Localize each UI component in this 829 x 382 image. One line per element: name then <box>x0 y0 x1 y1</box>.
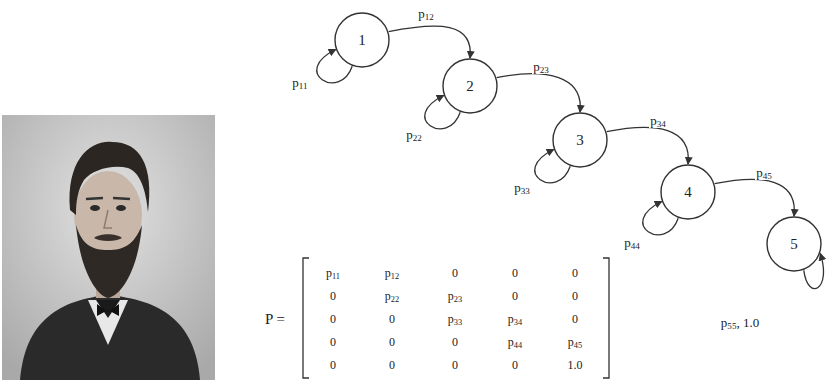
matrix-cell: 0 <box>389 312 395 326</box>
matrix-cell: 0 <box>572 266 578 280</box>
subscript: 23 <box>540 65 549 75</box>
transition-probability: p12 <box>417 6 435 21</box>
transition-probability: p44 <box>623 235 641 250</box>
transition-probability: p33 <box>513 180 531 195</box>
matrix-cell: 0 <box>572 312 578 326</box>
matrix-cell: 0 <box>330 312 336 326</box>
matrix-cell: 0 <box>452 335 458 349</box>
state-circle: 3 <box>552 112 608 168</box>
state-number: 1 <box>334 12 390 68</box>
matrix-cell: 0 <box>452 358 458 372</box>
subscript: 55 <box>727 321 736 331</box>
matrix-cell: 0 <box>452 266 458 280</box>
matrix-cell: 0 <box>389 335 395 349</box>
matrix-cell: 1.0 <box>568 358 583 372</box>
transition-probability: p11 <box>291 75 308 90</box>
transition-arrow <box>497 74 581 112</box>
matrix-cell: p23 <box>448 289 462 303</box>
subscript: 44 <box>514 341 522 350</box>
matrix-cell: p11 <box>326 266 340 280</box>
state-number: 3 <box>552 112 608 168</box>
transition-probability: p55, 1.0 <box>720 315 760 330</box>
matrix-cell: 0 <box>512 358 518 372</box>
matrix-cell: p45 <box>568 335 582 349</box>
subscript: 45 <box>574 341 582 350</box>
matrix-cell: p12 <box>385 266 399 280</box>
subscript: 12 <box>425 12 434 22</box>
matrix-cell: p44 <box>508 335 522 349</box>
subscript: 34 <box>657 119 666 129</box>
subscript: 12 <box>391 272 399 281</box>
subscript: 34 <box>514 318 522 327</box>
subscript: 44 <box>631 241 640 251</box>
matrix-cell: p34 <box>508 312 522 326</box>
matrix-cell: p33 <box>448 312 462 326</box>
matrix-cell: 0 <box>512 289 518 303</box>
state-circle: 4 <box>660 164 716 220</box>
state-circle: 5 <box>766 216 822 272</box>
subscript: 33 <box>454 318 462 327</box>
matrix-name: P = <box>265 312 285 326</box>
matrix-cell: 0 <box>512 266 518 280</box>
transition-arrow <box>607 127 689 164</box>
transition-probability: p45 <box>755 165 773 180</box>
matrix-bracket <box>303 258 609 378</box>
state-circle: 1 <box>334 12 390 68</box>
matrix-cell: 0 <box>330 358 336 372</box>
state-circle: 2 <box>442 58 498 114</box>
matrix-cell: 0 <box>389 358 395 372</box>
portrait-illustration <box>2 115 215 380</box>
subscript: 22 <box>391 295 399 304</box>
subscript: 22 <box>413 133 422 143</box>
state-number: 2 <box>442 58 498 114</box>
subscript: 11 <box>332 272 340 281</box>
state-number: 4 <box>660 164 716 220</box>
matrix-cell: 0 <box>330 335 336 349</box>
subscript: 33 <box>521 186 530 196</box>
matrix-cell: 0 <box>572 289 578 303</box>
transition-arrow <box>389 26 471 58</box>
subscript: 11 <box>299 81 308 91</box>
transition-probability: p23 <box>532 59 550 74</box>
transition-probability: p22 <box>405 127 423 142</box>
transition-arrow <box>715 179 795 216</box>
transition-probability: p34 <box>649 113 667 128</box>
matrix-cell: p22 <box>385 289 399 303</box>
subscript: 45 <box>763 171 772 181</box>
subscript: 23 <box>454 295 462 304</box>
matrix-cell: 0 <box>330 289 336 303</box>
state-number: 5 <box>766 216 822 272</box>
